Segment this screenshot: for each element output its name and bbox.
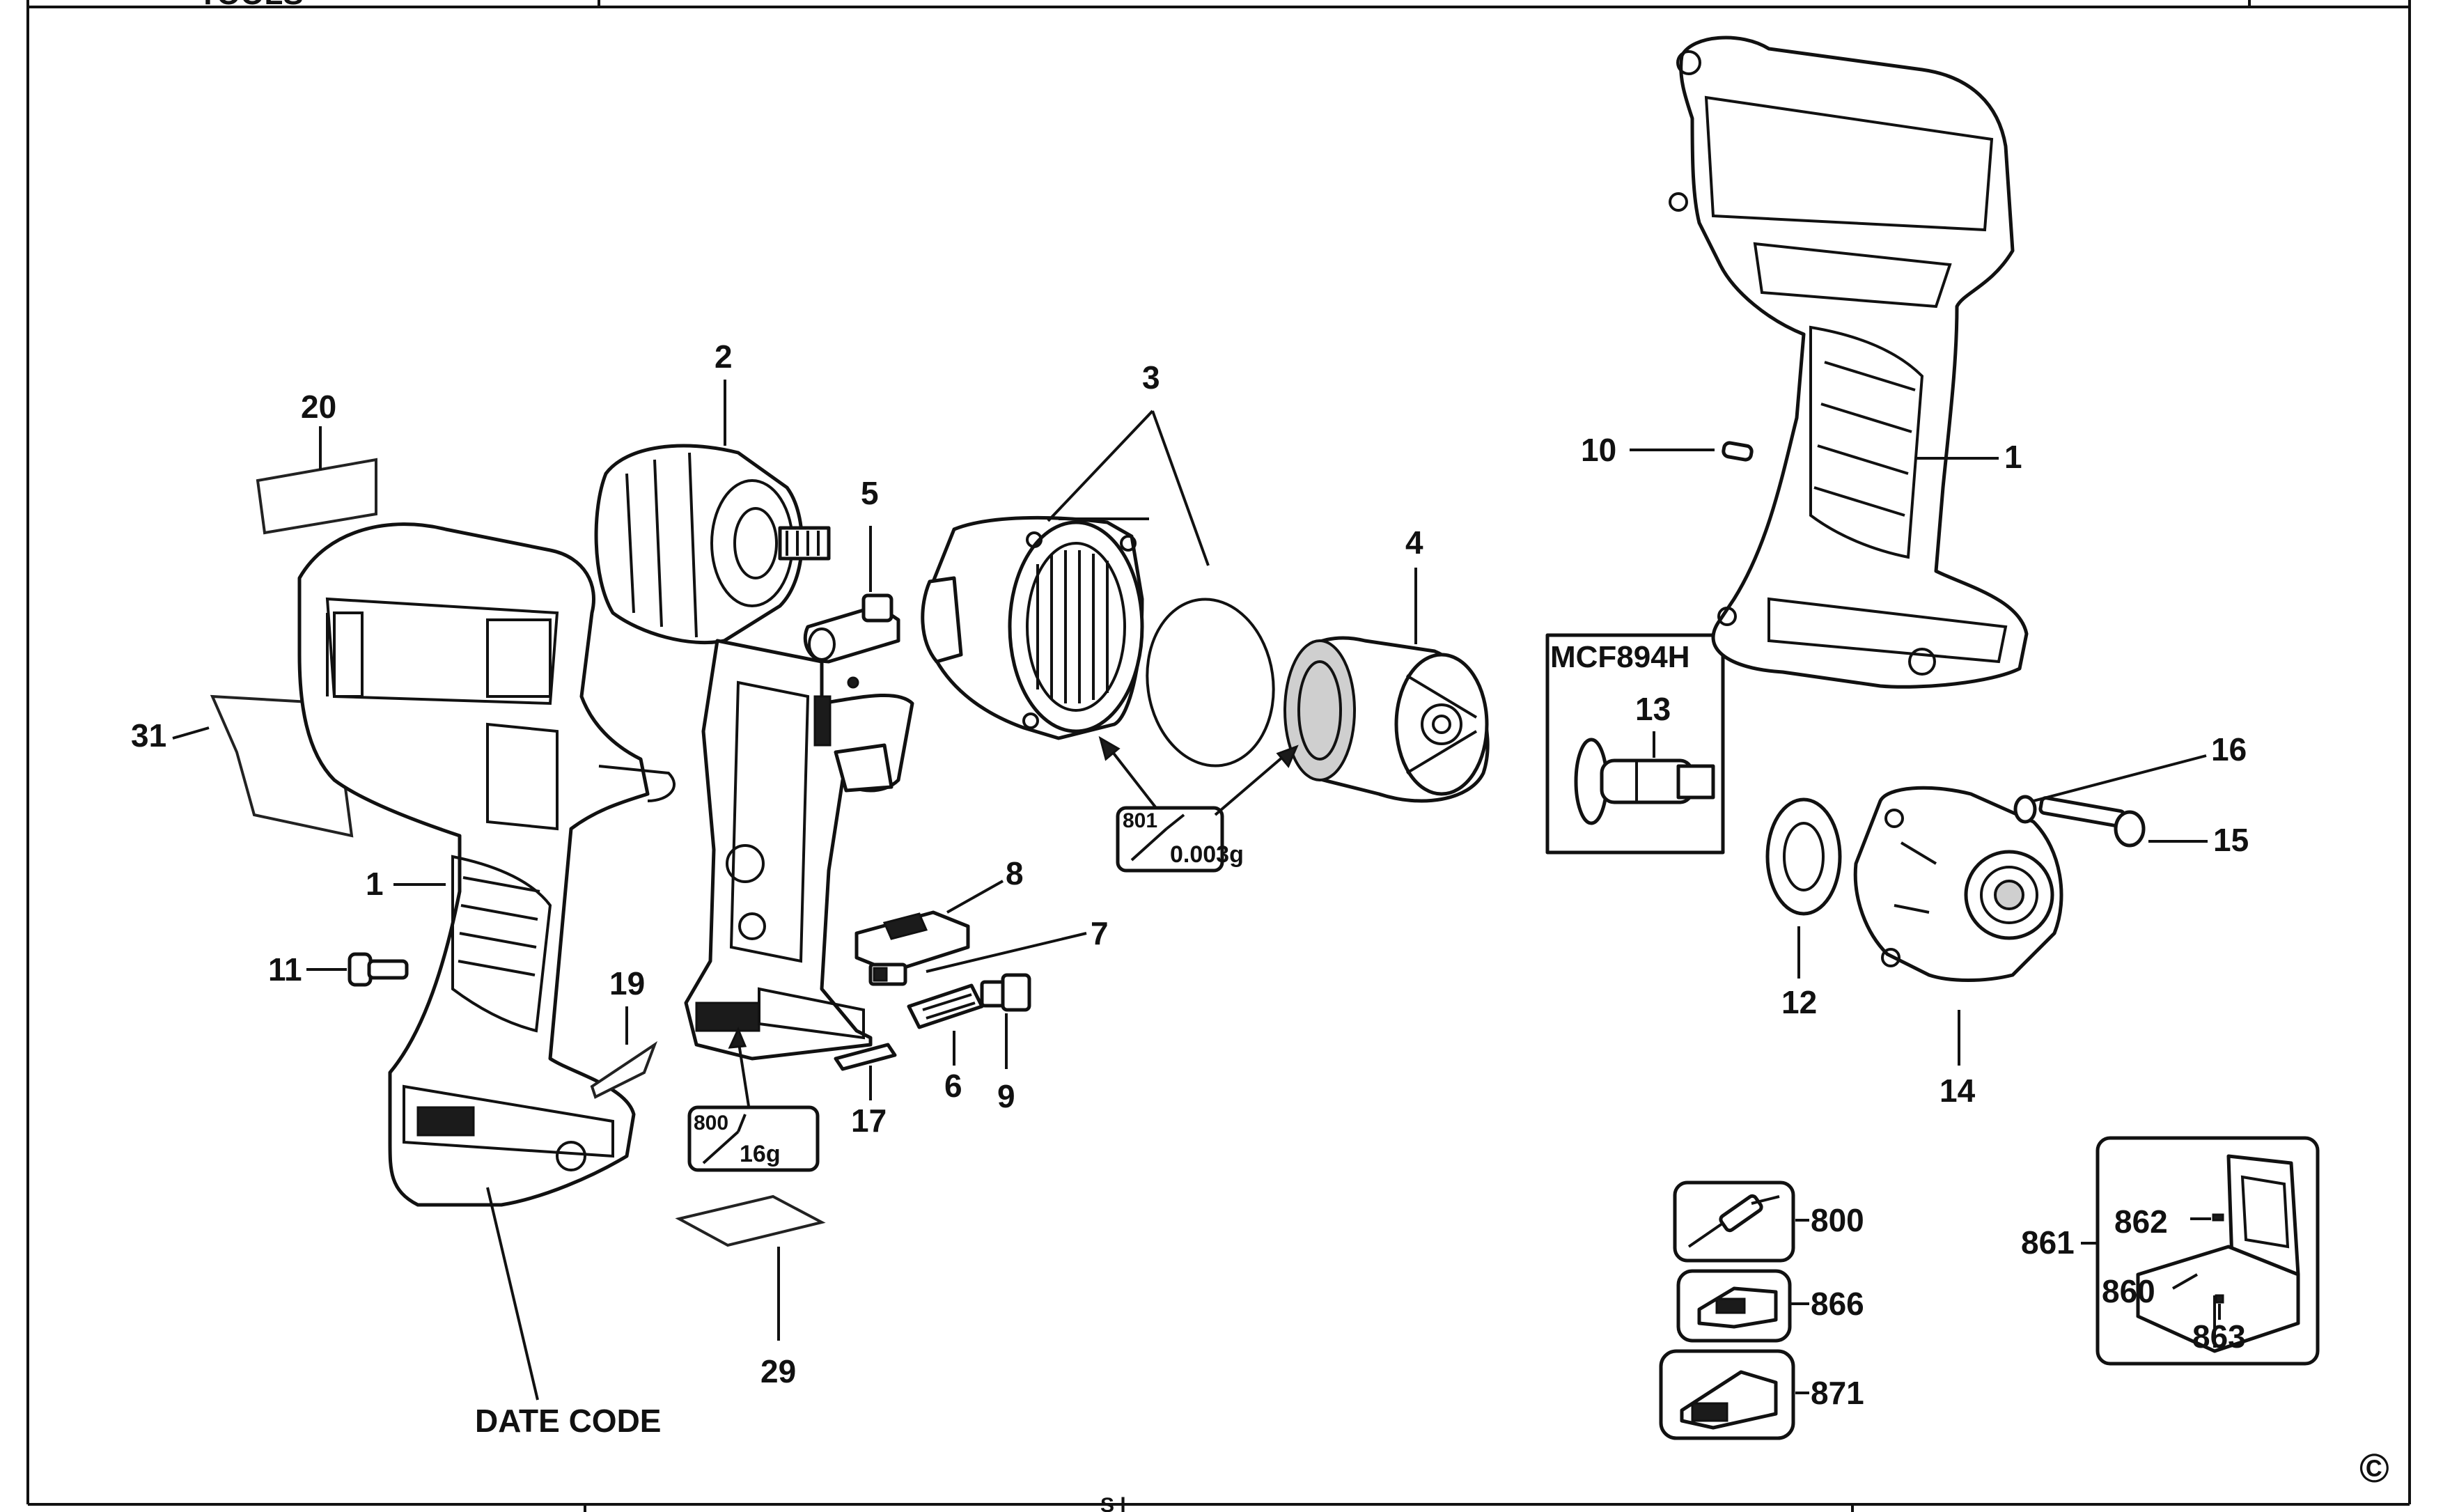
date-code-label: DATE CODE (475, 1403, 662, 1439)
part-label-3: 3 (1142, 359, 1160, 396)
bushing-part-5 (803, 593, 900, 664)
part-label-20: 20 (301, 389, 336, 425)
part-label-4: 4 (1405, 524, 1423, 561)
part-label-16: 16 (2211, 731, 2247, 767)
kit-label-mcf894h: MCF894H (1550, 640, 1690, 674)
drawing-frame (26, 0, 2411, 1512)
part-label-14: 14 (1939, 1073, 1976, 1109)
part-label-800: 800 (1811, 1202, 1864, 1238)
part-label-13: 13 (1635, 691, 1671, 727)
part-label-9: 9 (997, 1078, 1015, 1114)
part-label-1-left: 1 (366, 866, 384, 902)
pcb-part-6 (907, 983, 984, 1029)
bolt-part-15 (2038, 796, 2146, 848)
battery-part-866 (1676, 1269, 1792, 1343)
part-label-866: 866 (1811, 1286, 1864, 1322)
label-part-19 (590, 1041, 658, 1099)
grease-801-amount: 16g (740, 1141, 781, 1167)
part-label-862: 862 (2114, 1203, 2168, 1240)
part-label-8: 8 (1006, 855, 1024, 891)
grease-800-amount: 0.003g (1170, 841, 1244, 868)
part-label-29: 29 (760, 1353, 796, 1389)
part-label-6: 6 (944, 1068, 962, 1104)
washer-part-12 (1765, 797, 1842, 916)
document-part-29 (675, 1194, 826, 1247)
oring-part-3 (1146, 598, 1275, 767)
part-label-863: 863 (2192, 1318, 2246, 1355)
grease-800-number: 801 (1123, 809, 1157, 832)
contact-part-17 (834, 1043, 897, 1071)
right-housing-part-1 (1669, 36, 2029, 689)
label-sticker-part-20 (256, 458, 377, 535)
grease-callout-800: 801 0.003g (1116, 806, 1244, 873)
part-label-12: 12 (1781, 984, 1817, 1020)
gear-assembly-part-4 (1283, 636, 1490, 803)
grease-callout-801: 800 16g (687, 1105, 820, 1172)
motor-switch-assembly-part-2 (594, 444, 914, 1061)
spring-part-7 (868, 962, 907, 986)
header-brand-fragment: TOOLS (198, 0, 304, 11)
part-label-1-right: 1 (2004, 439, 2022, 475)
hammer-case-part-14 (1853, 786, 2063, 982)
anvil-part-13 (1574, 738, 1715, 825)
part-label-861: 861 (2021, 1224, 2075, 1261)
charger-part-871 (1659, 1349, 1795, 1440)
screw-part-11 (348, 952, 409, 987)
kit-box-mcf894h: MCF894H (1545, 633, 1725, 855)
part-label-19: 19 (609, 965, 645, 1001)
gearcase-part-3 (921, 515, 1144, 740)
part-label-871: 871 (1811, 1375, 1864, 1411)
switch-cover-part-8 (854, 910, 970, 974)
copyright-symbol: © (2359, 1446, 2389, 1491)
part-label-17: 17 (851, 1102, 887, 1139)
footer-title-fragment: S l (1100, 1494, 1126, 1512)
part-label-2: 2 (715, 338, 733, 375)
part-label-15: 15 (2213, 822, 2249, 858)
part-label-860: 860 (2102, 1273, 2155, 1309)
ring-part-16 (2013, 795, 2037, 824)
grease-801-number: 800 (694, 1112, 728, 1135)
led-part-9 (980, 973, 1031, 1012)
part-label-7: 7 (1091, 915, 1109, 951)
part-label-5: 5 (861, 475, 879, 511)
pin-part-10 (1722, 441, 1754, 462)
grease-gun-part-800 (1673, 1180, 1795, 1263)
part-label-31: 31 (131, 717, 166, 754)
left-housing-part-1 (297, 522, 676, 1207)
part-label-11: 11 (268, 951, 302, 988)
part-label-10: 10 (1581, 432, 1616, 468)
